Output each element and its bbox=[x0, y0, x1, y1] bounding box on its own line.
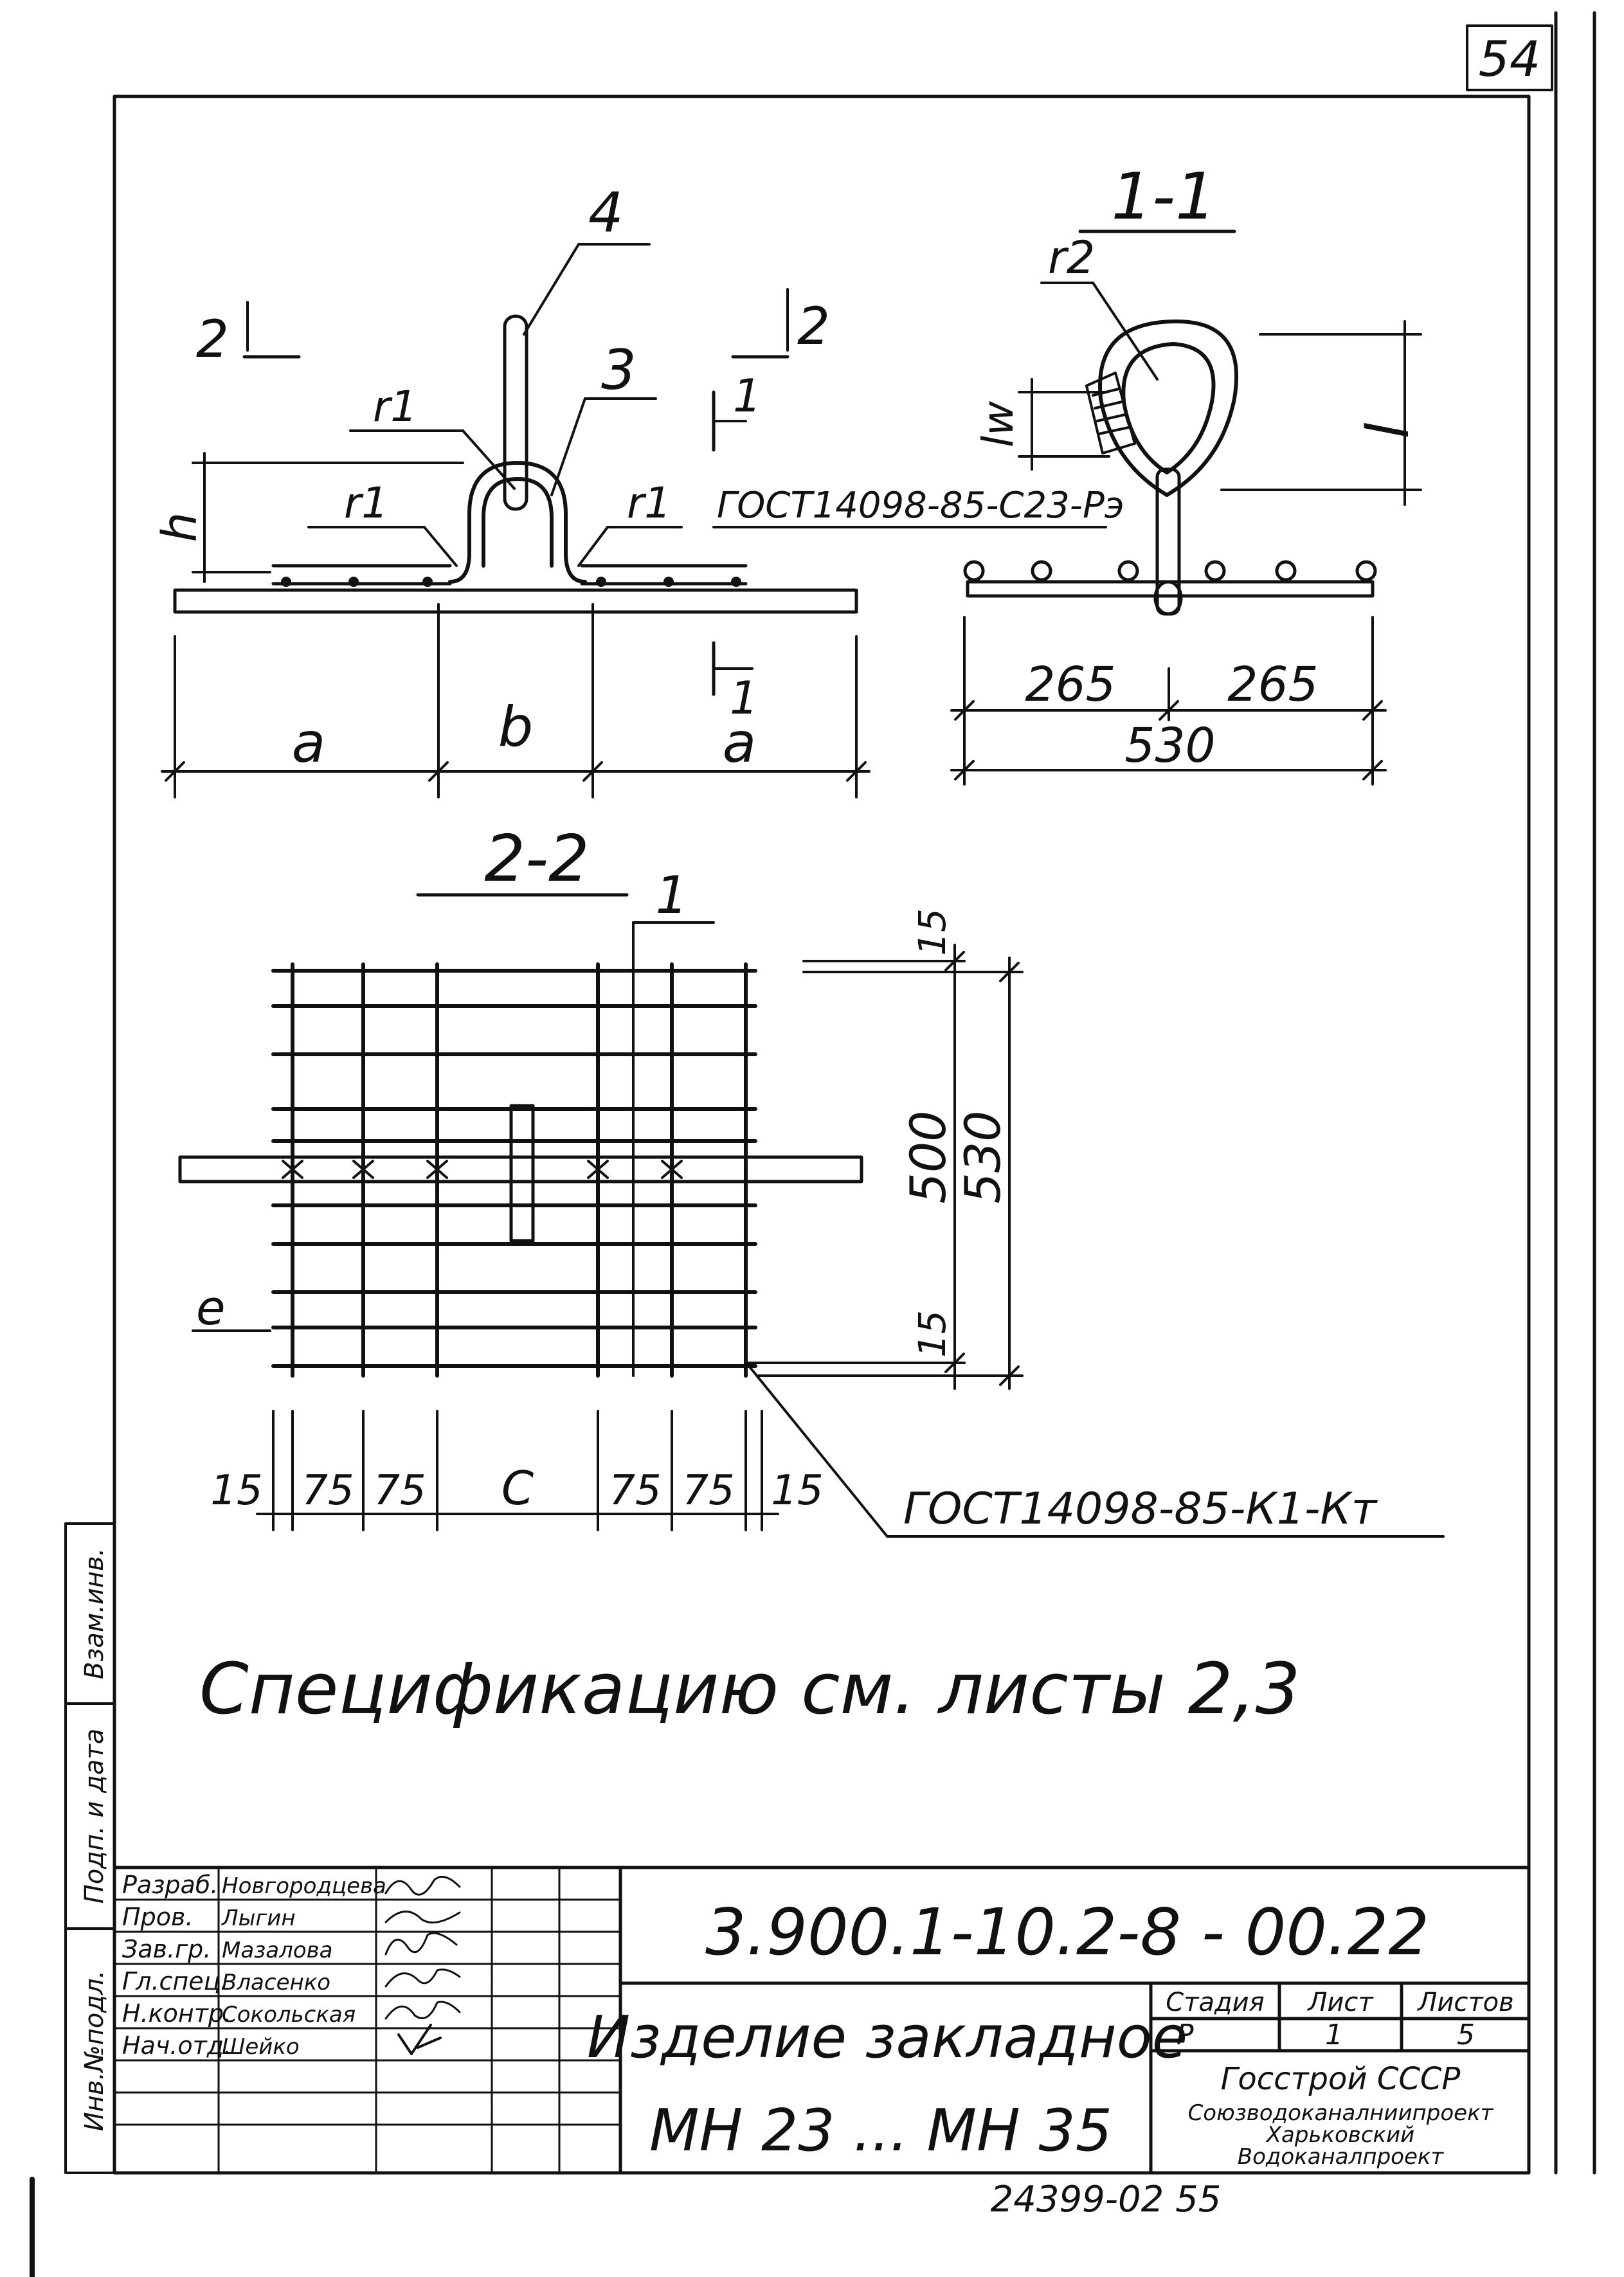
sig-role: Гл.спец. bbox=[122, 1967, 228, 1995]
dim-265-right: 265 bbox=[1227, 657, 1318, 712]
dim-265-left: 265 bbox=[1025, 657, 1115, 712]
dim-bottom-2: 75 bbox=[374, 1467, 426, 1515]
sig-name: Сокольская bbox=[222, 2002, 356, 2028]
gost-weld-callout: ГОСТ14098-85-С23-Рэ bbox=[717, 485, 1124, 526]
sheet-frame bbox=[113, 11, 1596, 2175]
column-sheet: Лист bbox=[1306, 1988, 1374, 2017]
dim-bottom-5: 75 bbox=[682, 1467, 734, 1515]
front-view: 4 3 r1 r1 r1 h 2 2 1 1 ГОСТ14098-85-С23- bbox=[152, 181, 1124, 798]
sig-name: Власенко bbox=[222, 1970, 330, 1995]
dim-a-left: a bbox=[292, 711, 326, 775]
sig-role: Нач.отд. bbox=[122, 2031, 231, 2060]
sig-role: Н.контр. bbox=[122, 1999, 231, 2028]
stamp-inv-podl: Инв.№подл. bbox=[80, 1970, 109, 2132]
sig-role: Разраб. bbox=[122, 1871, 218, 1899]
sig-role: Пров. bbox=[122, 1903, 193, 1931]
section-mark-cut: 1 bbox=[733, 370, 762, 422]
value-sheets: 5 bbox=[1457, 2019, 1475, 2051]
label-anchor: 4 bbox=[588, 181, 624, 245]
dim-bottom-1: 75 bbox=[302, 1467, 354, 1515]
sig-role: Зав.гр. bbox=[122, 1935, 211, 1963]
section-1-1: 1-1 r2 lw bbox=[950, 159, 1422, 786]
page-number: 54 bbox=[1479, 30, 1541, 87]
signature-mark bbox=[384, 1932, 458, 1956]
dim-15-top: 15 bbox=[910, 908, 954, 956]
stamp-vzam-inv: Взам.инв. bbox=[80, 1548, 109, 1680]
section-2-2-title: 2-2 bbox=[484, 821, 589, 896]
specification-note: Спецификацию см. листы 2,3 bbox=[199, 1648, 1301, 1730]
document-number: 3.900.1-10.2-8 - 00.22 bbox=[705, 1895, 1429, 1970]
label-lw: lw bbox=[973, 401, 1023, 447]
signature-mark bbox=[384, 1875, 461, 1896]
label-1: 1 bbox=[656, 865, 689, 925]
dim-530-2: 530 bbox=[954, 1110, 1011, 1203]
section-mark-cut-bottom: 1 bbox=[730, 672, 759, 724]
page-number-box: 54 bbox=[1466, 24, 1553, 91]
signature-mark bbox=[384, 1968, 461, 1988]
dim-bottom-3: C bbox=[501, 1461, 534, 1515]
column-stage: Стадия bbox=[1166, 1988, 1264, 2017]
signature-row-2: Зав.гр. Мазалова bbox=[122, 1932, 458, 1963]
product-name: Изделие закладное bbox=[587, 2004, 1187, 2071]
section-1-1-title: 1-1 bbox=[1111, 159, 1216, 234]
sig-name: Шейко bbox=[222, 2034, 300, 2060]
section-2-2: 2-2 bbox=[178, 821, 1445, 1538]
signature-row-4: Н.контр. Сокольская bbox=[122, 1999, 461, 2028]
org-line-4: Водоканалпроект bbox=[1238, 2144, 1445, 2170]
signature-row-3: Гл.спец. Власенко bbox=[122, 1967, 461, 1995]
label-r1-left: r1 bbox=[344, 478, 388, 528]
dim-530: 530 bbox=[1124, 718, 1215, 773]
signature-row-1: Пров. Лыгин bbox=[122, 1903, 461, 1931]
product-range: МН 23 ... МН 35 bbox=[649, 2097, 1112, 2164]
gost-mesh-callout: ГОСТ14098-85-К1-Кт bbox=[903, 1484, 1378, 1534]
dim-bottom-0: 15 bbox=[210, 1467, 262, 1515]
section-mark-right: 2 bbox=[797, 296, 830, 356]
value-sheet: 1 bbox=[1325, 2019, 1343, 2051]
sig-name: Лыгин bbox=[221, 1905, 296, 1931]
sig-name: Мазалова bbox=[222, 1938, 333, 1963]
stamp-podp-data: Подп. и дата bbox=[80, 1729, 109, 1904]
label-l: l bbox=[1355, 422, 1422, 438]
label-h: h bbox=[152, 512, 208, 543]
column-sheets: Листов bbox=[1416, 1988, 1513, 2017]
sig-name: Новгородцева bbox=[222, 1873, 386, 1899]
label-e: e bbox=[196, 1281, 226, 1336]
signature-mark bbox=[397, 2024, 442, 2055]
signature-row-0: Разраб. Новгородцева bbox=[122, 1871, 461, 1899]
label-r1-right: r1 bbox=[627, 478, 671, 528]
dim-b: b bbox=[498, 695, 534, 759]
section-mark-left: 2 bbox=[196, 309, 229, 369]
dim-bottom-4: 75 bbox=[609, 1467, 661, 1515]
dim-a-right: a bbox=[723, 711, 757, 775]
signature-row-5: Нач.отд. Шейко bbox=[122, 2024, 442, 2060]
value-stage: Р bbox=[1177, 2019, 1194, 2051]
dim-bottom-6: 15 bbox=[771, 1467, 823, 1515]
org-line-3: Харьковский bbox=[1265, 2122, 1415, 2148]
label-loop: 3 bbox=[601, 338, 636, 402]
label-r1-top: r1 bbox=[373, 382, 417, 431]
title-block: Разраб. Новгородцева Пров. Лыгин Зав.гр.… bbox=[113, 1866, 1531, 2175]
side-stamp: Инв.№подл. Подп. и дата Взам.инв. bbox=[64, 1522, 116, 2174]
dim-500: 500 bbox=[899, 1110, 957, 1203]
org-line-1: Госстрой СССР bbox=[1221, 2061, 1461, 2097]
dim-15-bottom: 15 bbox=[910, 1310, 954, 1358]
label-r2: r2 bbox=[1048, 231, 1095, 284]
footer-code: 24399-02 55 bbox=[991, 2179, 1222, 2220]
signature-mark bbox=[384, 1911, 461, 1924]
org-line-2: Союзводоканалниипроект bbox=[1188, 2100, 1494, 2126]
signature-mark bbox=[384, 2001, 461, 2020]
